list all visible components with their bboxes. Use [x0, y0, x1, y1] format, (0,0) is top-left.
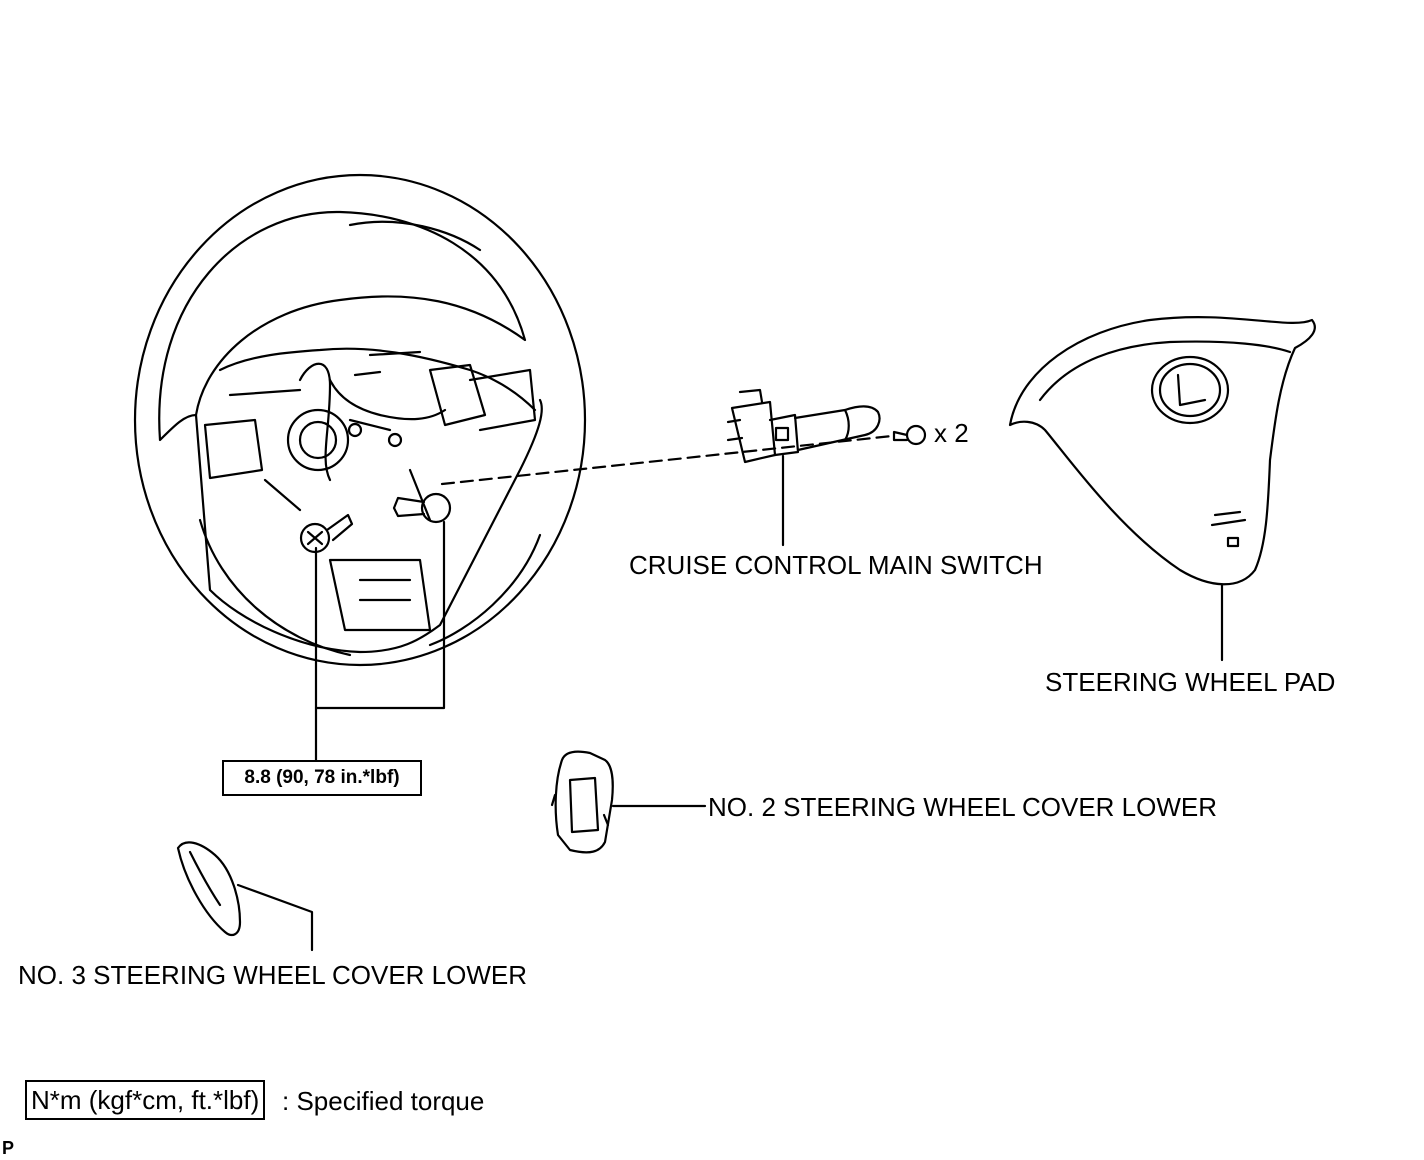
- bolt-right: [392, 492, 452, 524]
- wheel-pad-label: STEERING WHEEL PAD: [1045, 667, 1336, 697]
- steering-hub: [203, 350, 537, 632]
- steering-wheel: [133, 173, 587, 667]
- cover-no3-leader: [236, 883, 314, 952]
- cruise-switch-label: CRUISE CONTROL MAIN SWITCH: [629, 550, 1043, 580]
- cover-no2-label: NO. 2 STEERING WHEEL COVER LOWER: [708, 792, 1218, 822]
- cover-no2: [550, 750, 707, 854]
- corner-mark: P: [2, 1138, 15, 1158]
- legend-units: N*m (kgf*cm, ft.*lbf): [31, 1084, 260, 1115]
- torque-value: 8.8 (90, 78 in.*lbf): [244, 767, 400, 788]
- bolt-left: [299, 513, 354, 554]
- legend-text: : Specified torque: [282, 1086, 485, 1116]
- steering-wheel-pad: [1008, 316, 1316, 662]
- cover-no3-label: NO. 3 STEERING WHEEL COVER LOWER: [18, 960, 528, 990]
- qty-label: x 2: [934, 418, 969, 448]
- install-line: [440, 434, 894, 486]
- cover-no3: [176, 841, 314, 952]
- screw: [892, 424, 927, 446]
- legend-units-box: N*m (kgf*cm, ft.*lbf): [25, 1080, 266, 1120]
- cruise-control-switch: [726, 388, 881, 547]
- torque-value-box: 8.8 (90, 78 in.*lbf): [222, 760, 422, 796]
- torque-leader: [314, 520, 446, 710]
